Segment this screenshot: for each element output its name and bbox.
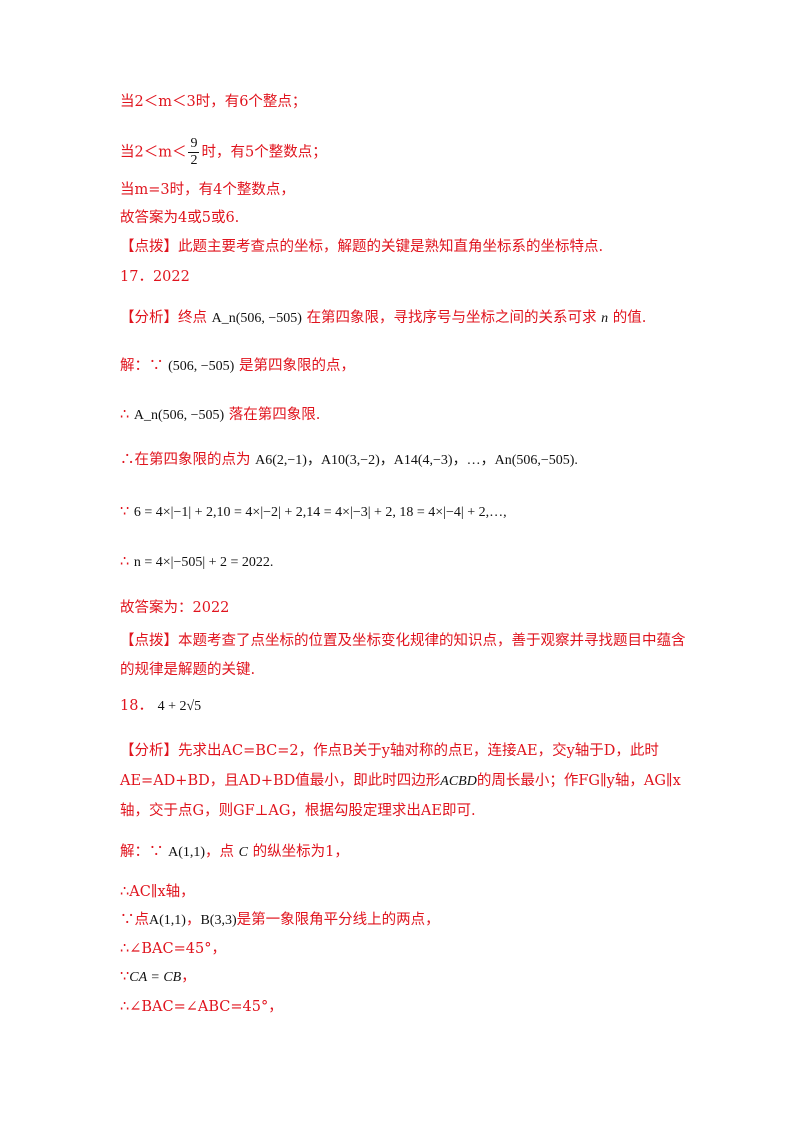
formula-point-b: B(3,3)	[200, 913, 237, 928]
solution-18-line-5: ∵CA = CB，	[120, 969, 196, 985]
solution-line-5: ∴ n = 4×|−505| + 2 = 2022.	[120, 554, 274, 570]
analysis-line-17: 【分析】终点 A_n(506, −505) 在第四象限，寻找序号与坐标之间的关系…	[120, 310, 647, 326]
solution-line-1: 解：∵ (506, −505) 是第四象限的点，	[120, 358, 355, 374]
hint-line-17b: 的规律是解题的关键.	[120, 662, 256, 678]
text-line-4: 故答案为4或5或6.	[120, 210, 240, 226]
analysis-line-18b: AE=AD+BD，且AD+BD值最小，即此时四边形ACBD的周长最小；作FG∥y…	[120, 773, 681, 789]
solution-18-line-1: 解：∵ A(1,1)，点 C 的纵坐标为1，	[120, 844, 349, 860]
text-line-3: 当m=3时，有4个整数点，	[120, 182, 295, 198]
hint-line-17a: 【点拨】本题考查了点坐标的位置及坐标变化规律的知识点，善于观察并寻找题目中蕴含	[120, 633, 686, 649]
answer-heading-17: 17．2022	[120, 269, 190, 285]
formula-answer-18: 4 + 2√5	[157, 699, 202, 714]
formula-an-point-2: A_n(506, −505)	[133, 408, 225, 423]
formula-result: n = 4×|−505| + 2 = 2022.	[133, 555, 274, 570]
solution-18-line-2: ∴AC∥x轴，	[120, 884, 195, 900]
text-line-1: 当2＜m＜3时，有6个整点；	[120, 94, 307, 110]
formula-point: (506, −505)	[168, 359, 235, 374]
formula-ca-cb: CA = CB	[129, 970, 182, 985]
formula-an-point: A_n(506, −505)	[211, 311, 302, 326]
hint-line-16: 【点拨】此题主要考查点的坐标，解题的关键是熟知直角坐标系的坐标特点.	[120, 239, 604, 255]
analysis-line-18a: 【分析】先求出AC=BC=2，作点B关于y轴对称的点E，连接AE，交y轴于D，此…	[120, 743, 659, 759]
answer-heading-18: 18． 4 + 2√5	[120, 698, 202, 714]
solution-line-4: ∵ 6 = 4×|−1| + 2,10 = 4×|−2| + 2,14 = 4×…	[120, 504, 507, 520]
formula-pattern: 6 = 4×|−1| + 2,10 = 4×|−2| + 2,14 = 4×|−…	[133, 505, 507, 520]
solution-18-line-4: ∴∠BAC=45°，	[120, 941, 226, 957]
solution-18-line-3: ∵点A(1,1)，B(3,3)是第一象限角平分线上的两点，	[120, 912, 440, 928]
solution-18-line-6: ∴∠BAC=∠ABC=45°，	[120, 999, 283, 1015]
solution-line-2: ∴ A_n(506, −505) 落在第四象限.	[120, 407, 321, 423]
formula-point-a-2: A(1,1)	[149, 913, 186, 928]
answer-line-17: 故答案为：2022	[120, 600, 230, 616]
formula-point-sequence: A6(2,−1)，A10(3,−2)，A14(4,−3)，…，An(506,−5…	[255, 453, 578, 468]
solution-line-3: ∴在第四象限的点为 A6(2,−1)，A10(3,−2)，A14(4,−3)，……	[120, 452, 578, 468]
formula-acbd: ACBD	[440, 774, 477, 789]
analysis-line-18c: 轴，交于点G，则GF⊥AG，根据勾股定理求出AE即可.	[120, 803, 476, 819]
formula-point-a: A(1,1)	[168, 845, 206, 860]
